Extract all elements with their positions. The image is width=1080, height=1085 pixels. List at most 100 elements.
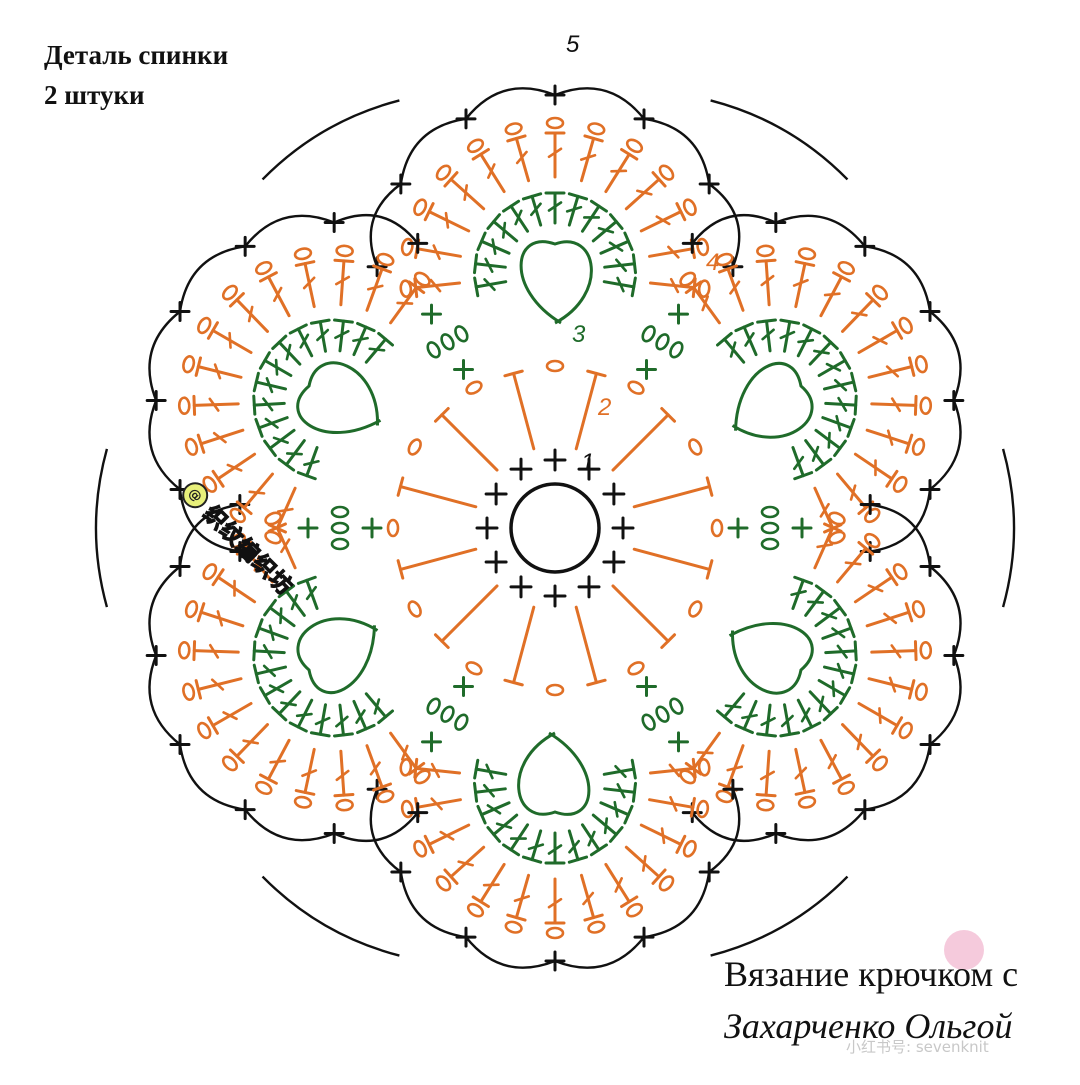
stitch-slash xyxy=(879,708,880,722)
chain-stitch xyxy=(179,398,190,414)
chain-stitch xyxy=(668,697,685,716)
stitch-bar xyxy=(591,845,606,855)
outer-arc xyxy=(711,100,848,179)
center-motif xyxy=(388,361,722,695)
chain-stitch xyxy=(254,780,273,796)
stitch-slash xyxy=(353,338,367,341)
stitch-stem xyxy=(268,740,289,779)
stitch-bar xyxy=(254,642,255,660)
stitch-bar xyxy=(757,260,775,261)
stitch-slash xyxy=(820,697,823,711)
stitch-slash xyxy=(605,819,607,833)
chain-stitch xyxy=(332,507,348,517)
stitch-slash xyxy=(637,191,651,195)
scallop-arc xyxy=(930,401,961,490)
stitch-slash xyxy=(799,340,813,342)
stitch-stem xyxy=(634,549,709,569)
petal-4 xyxy=(368,677,742,970)
stitch-bar xyxy=(335,795,353,796)
chain-stitch xyxy=(547,685,563,695)
stitch-bar xyxy=(758,320,776,322)
stitch-bar xyxy=(335,320,353,322)
row-number-5: 5 xyxy=(566,31,580,58)
stitch-stem xyxy=(606,864,629,901)
outer-arc xyxy=(263,100,400,179)
stitch-bar xyxy=(254,665,258,683)
stitch-stem xyxy=(451,179,484,208)
chain-stitch xyxy=(182,355,196,373)
stitch-slash xyxy=(297,714,311,716)
stitch-slash xyxy=(304,461,318,464)
row-number-4: 4 xyxy=(706,249,719,276)
scallop-arc xyxy=(776,216,865,247)
stitch-slash xyxy=(368,286,382,289)
stitch-bar xyxy=(296,262,314,266)
stitch-bar xyxy=(841,688,850,704)
stitch-stem xyxy=(237,300,268,332)
stitch-stem xyxy=(576,373,596,448)
petal-loop xyxy=(519,733,589,814)
chain-stitch xyxy=(798,247,816,260)
stitch-bar xyxy=(693,759,695,777)
scallop-arc xyxy=(930,312,961,401)
stitch-stem xyxy=(613,415,668,470)
stitch-stem xyxy=(514,607,534,682)
stitch-stem xyxy=(613,586,668,641)
stitch-bar xyxy=(632,760,635,778)
chain-stitch xyxy=(425,340,442,359)
scallop-arc xyxy=(149,312,180,401)
stitch-bar xyxy=(816,459,830,470)
chain-stitch xyxy=(547,118,563,128)
chain-stitch xyxy=(332,539,348,549)
stitch-slash xyxy=(276,360,277,374)
scallop-arc xyxy=(555,937,644,968)
stitch-bar xyxy=(915,642,916,660)
stitch-stem xyxy=(442,586,497,641)
row-number-1: 1 xyxy=(581,449,594,476)
stitch-slash xyxy=(465,185,467,199)
stitch-bar xyxy=(835,601,846,615)
chain-stitch xyxy=(547,361,563,371)
row-number-3: 3 xyxy=(572,321,586,348)
stitch-bar xyxy=(855,396,856,414)
stitch-stem xyxy=(728,269,743,310)
stitch-stem xyxy=(872,404,916,406)
chain-stitch xyxy=(412,839,428,858)
stitch-bar xyxy=(816,586,830,597)
chain-stitch xyxy=(184,438,198,456)
stitch-slash xyxy=(808,602,822,603)
chain-stitch xyxy=(294,796,312,809)
chain-stitch xyxy=(401,238,414,255)
stitch-bar xyxy=(835,441,846,455)
stitch-stem xyxy=(194,651,238,653)
stitch-slash xyxy=(829,433,830,447)
petal-loop xyxy=(521,242,591,323)
stitch-stem xyxy=(821,740,842,779)
chain-stitch xyxy=(505,122,523,136)
chain-stitch xyxy=(640,324,657,343)
stitch-stem xyxy=(606,154,629,191)
stitch-bar xyxy=(335,260,353,261)
chain-stitch xyxy=(627,660,646,677)
scallop-arc xyxy=(466,88,555,119)
chain-stitch xyxy=(453,713,470,732)
stitch-slash xyxy=(846,563,860,565)
outer-arc xyxy=(263,877,400,956)
stitch-slash xyxy=(250,492,264,494)
stitch-bar xyxy=(194,642,195,660)
chain-stitch xyxy=(698,759,710,776)
chain-stitch xyxy=(654,705,671,724)
stitch-slash xyxy=(858,735,861,749)
stitch-stem xyxy=(268,277,289,316)
stitch-stem xyxy=(481,864,504,901)
petal-1 xyxy=(368,86,742,379)
stitch-bar xyxy=(475,278,478,296)
stitch-bar xyxy=(910,358,914,375)
stitch-slash xyxy=(503,223,505,237)
stitch-slash xyxy=(662,829,664,843)
stitch-bar xyxy=(591,201,606,211)
stitch-bar xyxy=(311,733,329,736)
chain-stitch xyxy=(687,438,704,457)
chain-stitch xyxy=(388,520,398,536)
